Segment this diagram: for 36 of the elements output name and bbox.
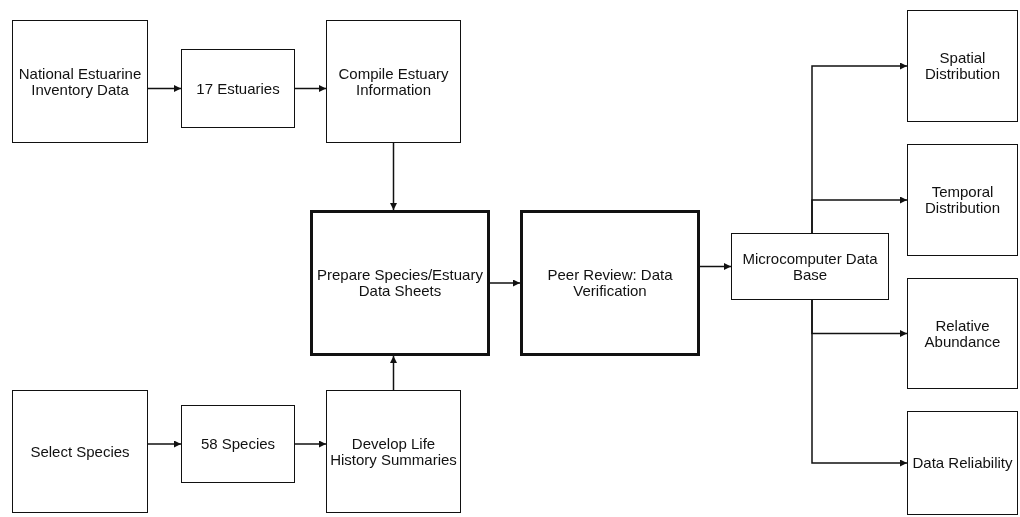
box-label: Prepare Species/Estuary Data Sheets [316, 267, 484, 299]
process-box [181, 405, 295, 483]
process-box [907, 278, 1018, 389]
arrow [699, 263, 732, 270]
process-box [12, 20, 148, 143]
arrow [294, 85, 327, 92]
process-box [310, 210, 490, 356]
box-label: 58 Species [199, 436, 277, 452]
process-box [907, 144, 1018, 256]
arrow [390, 355, 397, 391]
arrow [147, 85, 182, 92]
box-label: Temporal Distribution [924, 184, 1001, 216]
box-label: Compile Estuary Information [337, 65, 450, 98]
arrow [489, 279, 521, 287]
process-box [181, 49, 295, 128]
box-label: Relative Abundance [923, 317, 1002, 350]
process-box [326, 20, 461, 143]
process-box [907, 10, 1018, 122]
box-label: National Estuarine Inventory Data [17, 65, 143, 98]
process-box [326, 390, 461, 513]
process-box [12, 390, 148, 513]
box-label: Data Reliability [911, 455, 1014, 471]
process-box [731, 233, 889, 300]
arrow [390, 142, 397, 211]
box-label: Peer Review: Data Verification [546, 267, 674, 299]
process-box [907, 411, 1018, 515]
box-label: Microcomputer Data Base [741, 250, 879, 283]
arrow [811, 299, 908, 467]
arrow [811, 196, 908, 234]
box-label: Select Species [29, 443, 131, 460]
box-label: Develop Life History Summaries [329, 435, 458, 468]
arrow [147, 440, 182, 448]
arrow [294, 440, 327, 448]
box-label: Spatial Distribution [924, 50, 1001, 82]
box-label: 17 Estuaries [195, 80, 281, 97]
process-box [520, 210, 700, 356]
